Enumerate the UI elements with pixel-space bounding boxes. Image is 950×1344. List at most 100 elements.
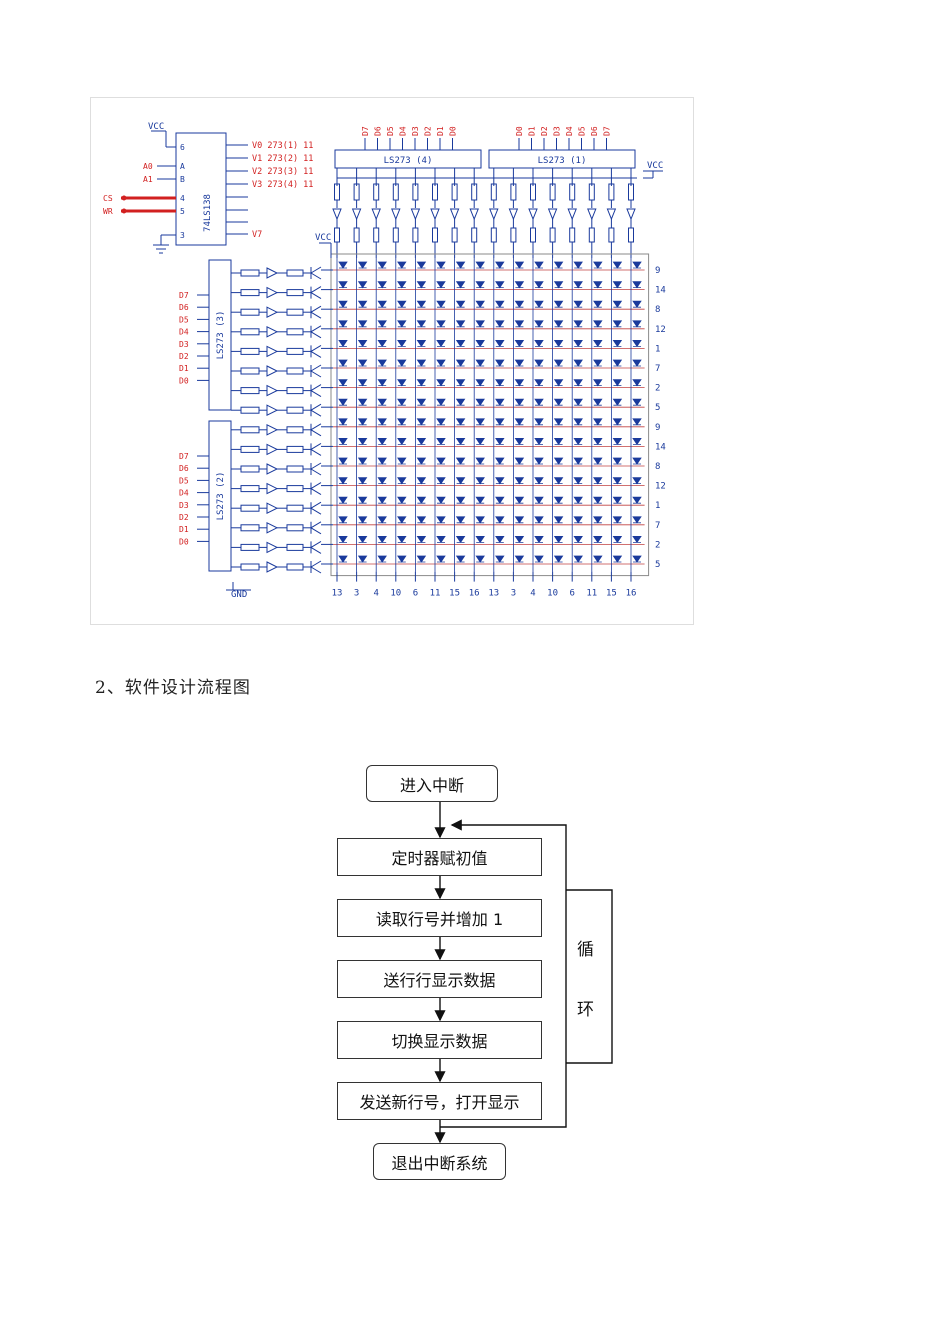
top-latch-right-label: LS273 (1) [538, 156, 587, 166]
led-r2-c0 [338, 300, 348, 308]
led-r14-c2 [377, 536, 387, 544]
led-r0-c14 [612, 261, 623, 269]
led-r2-c2 [377, 300, 387, 308]
side-latch-upper-pin-1: D6 [179, 303, 189, 312]
led-r3-c5 [436, 320, 446, 328]
led-r15-c2 [377, 555, 387, 563]
row-pin-label-14: 2 [655, 540, 660, 550]
led-r1-c8 [495, 281, 505, 289]
row-pin-label-2: 8 [655, 305, 660, 315]
led-r14-c10 [534, 536, 544, 544]
col-buffer-5 [430, 208, 440, 221]
section-title: 2、软件设计流程图 [95, 678, 251, 698]
top-latch-right-pin-3: D3 [553, 126, 562, 136]
led-r9-c8 [495, 438, 505, 446]
led-r6-c0 [338, 379, 348, 387]
row-transistor-12 [310, 501, 322, 515]
led-r3-c13 [593, 320, 603, 328]
top-latch-left-chip [334, 149, 482, 169]
row-buffer-11 [266, 482, 279, 495]
flow-step-3: 送行行显示数据 [337, 960, 542, 998]
led-r5-c8 [495, 359, 505, 367]
led-r3-c0 [338, 320, 348, 328]
led-r7-c14 [612, 398, 623, 406]
led-r6-c8 [495, 379, 505, 387]
row-buffer-2 [266, 306, 279, 319]
led-r7-c12 [573, 398, 583, 406]
led-r8-c8 [495, 418, 505, 426]
led-r3-c7 [475, 320, 485, 328]
led-r6-c12 [573, 379, 583, 387]
led-r13-c9 [514, 516, 525, 524]
led-r9-c2 [377, 438, 387, 446]
decoder-input-wr: WR [103, 207, 113, 216]
col-buffer-10 [528, 208, 538, 221]
led-r5-c2 [377, 359, 387, 367]
led-r0-c8 [495, 261, 505, 269]
top-latch-right-pin-7: D7 [603, 126, 612, 136]
top-latch-right-pin-6: D6 [590, 126, 599, 136]
row-transistor-13 [310, 521, 322, 535]
led-r0-c1 [357, 261, 368, 269]
decoder-pin-4: 5 [180, 207, 185, 216]
side-latch-upper-pin-5: D2 [179, 352, 189, 361]
led-r12-c8 [495, 496, 505, 504]
col-buffer-11 [547, 208, 558, 221]
led-r9-c9 [514, 438, 525, 446]
col-pin-label-11: 10 [547, 589, 558, 599]
led-r7-c3 [397, 398, 407, 406]
led-r2-c12 [573, 300, 583, 308]
led-r10-c11 [553, 457, 564, 465]
led-r7-c6 [455, 398, 466, 406]
side-latch-upper-pin-6: D1 [179, 364, 189, 373]
top-latch-left-pin-1: D6 [374, 126, 383, 136]
led-r5-c15 [632, 359, 642, 367]
led-r3-c2 [377, 320, 387, 328]
led-r12-c3 [397, 496, 407, 504]
led-r0-c10 [534, 261, 544, 269]
led-r2-c13 [593, 300, 603, 308]
led-r1-c4 [416, 281, 427, 289]
led-r12-c1 [357, 496, 368, 504]
side-latch-upper-pin-0: D7 [179, 291, 189, 300]
decoder-output-2: V2 273(3) 11 [252, 167, 313, 177]
led-r13-c6 [455, 516, 466, 524]
col-pin-label-2: 4 [373, 589, 378, 599]
led-r11-c0 [338, 477, 348, 485]
led-r3-c1 [357, 320, 368, 328]
row-pin-label-0: 9 [655, 266, 660, 276]
col-buffer-3 [391, 208, 401, 221]
led-r5-c1 [357, 359, 368, 367]
led-r2-c6 [455, 300, 466, 308]
led-r15-c1 [357, 555, 368, 563]
col-buffer-4 [410, 208, 421, 221]
led-r3-c15 [632, 320, 642, 328]
top-latch-left-label: LS273 (4) [384, 156, 433, 166]
led-r9-c6 [455, 438, 466, 446]
led-r5-c6 [455, 359, 466, 367]
led-r10-c13 [593, 457, 603, 465]
row-transistor-5 [310, 364, 322, 378]
led-r6-c10 [534, 379, 544, 387]
led-r9-c14 [612, 438, 623, 446]
led-r8-c3 [397, 418, 407, 426]
col-buffer-7 [469, 208, 479, 221]
led-r8-c10 [534, 418, 544, 426]
decoder-output-0: V0 273(1) 11 [252, 141, 313, 151]
flow-end: 退出中断系统 [373, 1143, 506, 1180]
row-pin-label-5: 7 [655, 364, 660, 374]
led-r1-c11 [553, 281, 564, 289]
top-latch-right-pin-1: D1 [528, 126, 537, 136]
led-r10-c9 [514, 457, 525, 465]
led-r5-c9 [514, 359, 525, 367]
led-r7-c2 [377, 398, 387, 406]
led-r6-c7 [475, 379, 485, 387]
led-r12-c2 [377, 496, 387, 504]
decoder-input-cs: CS [103, 194, 113, 203]
led-r9-c1 [357, 438, 368, 446]
row-pin-label-3: 12 [655, 325, 666, 335]
led-r15-c10 [534, 555, 544, 563]
led-r9-c12 [573, 438, 583, 446]
led-r12-c6 [455, 496, 466, 504]
